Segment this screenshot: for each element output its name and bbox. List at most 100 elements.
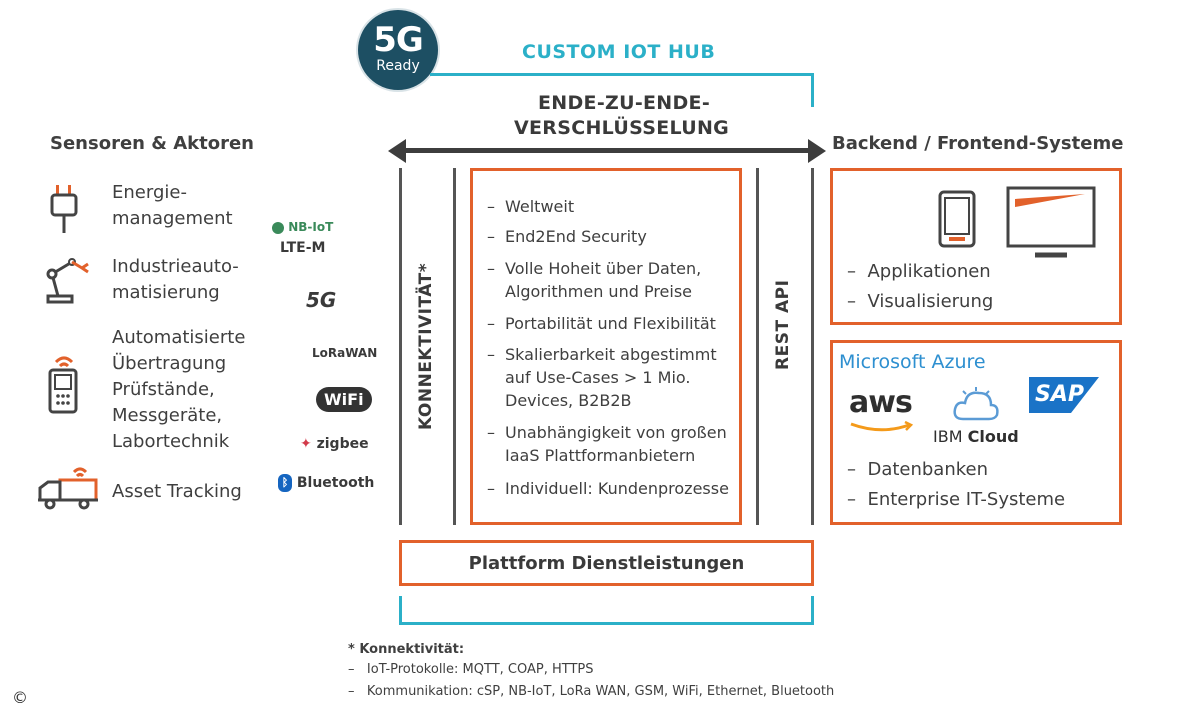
footnote-text: Kommunikation: cSP, NB-IoT, LoRa WAN, GS… [366, 684, 835, 699]
badge-ready-text: Ready [376, 58, 420, 74]
hub-bracket-right-top [811, 73, 814, 107]
hub-bracket-top [430, 73, 814, 76]
aws-text: aws [849, 385, 913, 420]
left-section-title: Sensoren & Aktoren [50, 133, 254, 154]
bluetooth-text: Bluetooth [296, 475, 375, 491]
encryption-heading-line1: ENDE-ZU-ENDE- [538, 92, 711, 114]
nbiot-icon [272, 221, 284, 234]
lte-m-text: LTE-M [280, 240, 326, 256]
feature-weltweit: –Weltweit [487, 195, 737, 218]
right-section-title: Backend / Frontend-Systeme [832, 133, 1124, 154]
auto-line5: Labortechnik [112, 431, 230, 452]
5g-ready-badge: 5G Ready [358, 10, 438, 90]
nbiot-text: NB-IoT [288, 220, 334, 234]
hub-bracket-bottom [399, 622, 814, 625]
feature-line: IaaS Plattformanbietern [505, 446, 696, 465]
asset-line1: Asset Tracking [112, 481, 242, 502]
footnote-title: * Konnektivität: [348, 642, 465, 657]
left-item-automatisierte: Automatisierte Übertragung Prüfstände, M… [112, 325, 245, 455]
zigbee-icon: ✦ [300, 436, 312, 452]
footnote-text: IoT-Protokolle: MQTT, COAP, HTTPS [366, 662, 594, 677]
auto-line1: Automatisierte [112, 327, 246, 348]
footnote-line-kommunikation: – Kommunikation: cSP, NB-IoT, LoRa WAN, … [348, 684, 835, 699]
divider-konnektivitaet-left [399, 168, 402, 525]
5g-logo-text: 5G [306, 288, 337, 312]
bidirectional-arrow-line [400, 148, 810, 153]
app-item-text: Applikationen [867, 261, 991, 282]
app-item-text: Visualisierung [867, 291, 994, 312]
badge-5g-text: 5G [373, 20, 424, 60]
robot-arm-icon [46, 258, 89, 304]
bluetooth-icon: ᛒ [278, 474, 292, 492]
aws-smile-icon [850, 421, 914, 432]
db-item-enterprise: – Enterprise IT-Systeme [847, 489, 1066, 510]
left-item-industrie: Industrieauto- matisierung [112, 254, 239, 306]
footnote-line-protokolle: – IoT-Protokolle: MQTT, COAP, HTTPS [348, 662, 594, 677]
feature-line: Unabhängigkeit von großen [505, 423, 727, 442]
sap-text: SAP [1035, 382, 1084, 407]
hub-title: CUSTOM IOT HUB [522, 41, 716, 63]
azure-logo: Microsoft Azure [839, 351, 986, 373]
industrie-line2: matisierung [112, 282, 220, 303]
db-item-text: Enterprise IT-Systeme [867, 489, 1066, 510]
feature-hoheit: – Volle Hoheit über Daten, Algorithmen u… [487, 257, 737, 303]
lorawan-text: LoRaWAN [312, 346, 378, 360]
ibm-text: IBM [933, 427, 963, 446]
bluetooth-logo: ᛒ Bluetooth [278, 474, 374, 492]
energie-line2: management [112, 208, 233, 229]
feature-security: –End2End Security [487, 225, 737, 248]
db-item-datenbanken: – Datenbanken [847, 459, 989, 480]
feature-line: Individuell: Kundenprozesse [505, 479, 729, 498]
hub-features-box: –Weltweit –End2End Security – Volle Hohe… [470, 168, 742, 525]
backend-systems-box: Microsoft Azure aws IBM Cloud SAP – Date… [830, 340, 1122, 525]
db-item-text: Datenbanken [867, 459, 989, 480]
feature-line: Skalierbarkeit abgestimmt [505, 345, 717, 364]
feature-portabilitaet: –Portabilität und Flexibilität [487, 312, 737, 335]
divider-restapi-right [811, 168, 814, 525]
feature-line: Devices, B2B2B [505, 391, 632, 410]
divider-konnektivitaet-right [453, 168, 456, 525]
ibm-cloud-logo: IBM Cloud [933, 427, 1019, 446]
industrie-line1: Industrieauto- [112, 256, 239, 277]
feature-line: Weltweit [505, 197, 575, 216]
lorawan-logo: LoRaWAN [312, 346, 377, 360]
nbiot-logo: NB-IoT [272, 220, 333, 234]
tablet-icon [938, 190, 976, 248]
feature-skalierbarkeit: – Skalierbarkeit abgestimmt auf Use-Case… [487, 343, 737, 412]
platform-services-box: Plattform Dienstleistungen [399, 540, 814, 586]
feature-individuell: –Individuell: Kundenprozesse [487, 477, 737, 500]
ibm-cloud-icon [953, 387, 999, 421]
truck-icon [38, 467, 98, 510]
feature-line: Volle Hoheit über Daten, [505, 259, 702, 278]
arrow-left-head-icon [388, 139, 406, 163]
feature-line: End2End Security [505, 227, 647, 246]
hub-bracket-right-bottom [811, 596, 814, 625]
divider-restapi-left [756, 168, 759, 525]
feature-line: auf Use-Cases > 1 Mio. [505, 368, 691, 387]
arrow-right-head-icon [808, 139, 826, 163]
rest-api-label: REST API [773, 279, 793, 370]
auto-line3: Prüfstände, [112, 379, 215, 400]
app-item-applikationen: – Applikationen [847, 261, 991, 282]
lte-m-logo: LTE-M [280, 240, 325, 256]
monitor-icon [1006, 186, 1096, 258]
copyright-icon: © [12, 688, 28, 707]
wifi-text: WiFi [324, 390, 364, 409]
feature-line: Algorithmen und Preise [505, 282, 693, 301]
handheld-device-icon [48, 356, 78, 414]
applications-box: – Applikationen – Visualisierung [830, 168, 1122, 325]
energie-line1: Energie- [112, 182, 187, 203]
konnektivitaet-label: KONNEKTIVITÄT* [416, 262, 436, 430]
wifi-logo: WiFi [316, 387, 372, 412]
left-item-energie: Energie- management [112, 180, 233, 232]
left-item-asset-tracking: Asset Tracking [112, 479, 242, 505]
platform-services-label: Plattform Dienstleistungen [468, 553, 745, 574]
auto-line4: Messgeräte, [112, 405, 223, 426]
hub-bracket-left-bottom [399, 596, 402, 625]
app-item-visualisierung: – Visualisierung [847, 291, 994, 312]
cloud-text: Cloud [967, 427, 1019, 446]
aws-logo: aws [849, 385, 914, 432]
5g-logo: 5G [306, 288, 336, 312]
feature-unabhaengigkeit: – Unabhängigkeit von großen IaaS Plattfo… [487, 421, 737, 467]
sap-logo: SAP [1029, 377, 1099, 413]
